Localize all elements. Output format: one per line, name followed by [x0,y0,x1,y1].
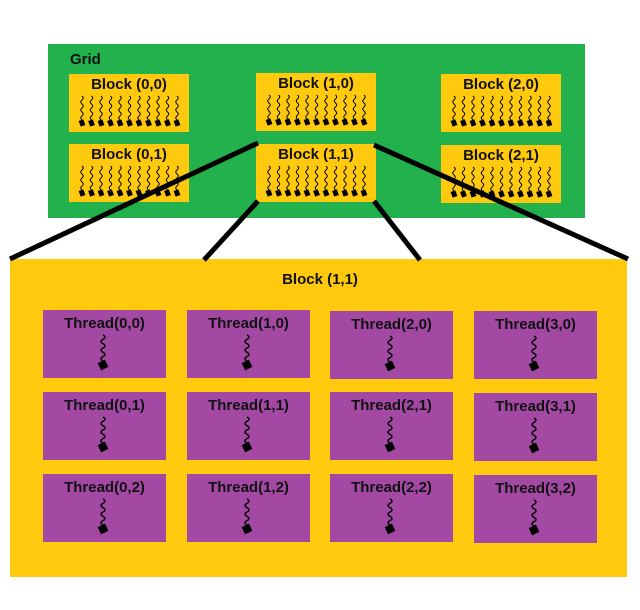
thread-label: Thread(1,0) [208,315,289,332]
thread-squiggles-icon [265,94,368,126]
thread-squiggles-icon [450,95,553,127]
thread-label: Thread(2,2) [351,479,432,496]
grid-block-0-1: Block (0,1) [69,144,189,202]
thread-label: Thread(3,1) [495,398,576,415]
squiggle-thread-icon [97,416,109,453]
squiggle-thread-icon [384,335,396,372]
block-label: Block (2,0) [463,76,539,93]
thread-2-0: Thread(2,0) [330,311,453,379]
squiggle-thread-icon [241,498,253,535]
squiggle-thread-icon [528,335,540,372]
thread-0-2: Thread(0,2) [43,474,166,542]
squiggle-thread-icon [528,499,540,536]
squiggle-thread-icon [241,416,253,453]
thread-label: Thread(0,2) [64,479,145,496]
thread-3-1: Thread(3,1) [474,393,597,461]
grid-block-0-0: Block (0,0) [69,74,189,132]
thread-0-0: Thread(0,0) [43,310,166,378]
block-label: Block (0,1) [91,146,167,163]
squiggle-thread-icon [384,416,396,453]
connector-line-inner-right [372,199,422,262]
thread-squiggles-icon [265,165,368,197]
thread-label: Thread(0,0) [64,315,145,332]
grid-block-1-1: Block (1,1) [256,144,376,202]
thread-label: Thread(3,2) [495,480,576,497]
squiggle-thread-icon [241,334,253,371]
thread-1-2: Thread(1,2) [187,474,310,542]
squiggle-thread-icon [97,334,109,371]
thread-label: Thread(1,2) [208,479,289,496]
connector-line-outer-left [8,140,260,262]
connector-line-inner-left [202,199,260,262]
block-label: Block (0,0) [91,76,167,93]
thread-3-0: Thread(3,0) [474,311,597,379]
grid-block-2-0: Block (2,0) [441,74,561,132]
thread-squiggles-icon [78,95,181,127]
grid-label: Grid [70,51,101,68]
thread-label: Thread(2,0) [351,316,432,333]
thread-label: Thread(1,1) [208,397,289,414]
thread-1-0: Thread(1,0) [187,310,310,378]
thread-2-2: Thread(2,2) [330,474,453,542]
block-label: Block (1,0) [278,75,354,92]
thread-label: Thread(2,1) [351,397,432,414]
connector-line-outer-right [372,142,630,262]
thread-2-1: Thread(2,1) [330,392,453,460]
expanded-block-label: Block (1,1) [282,271,358,288]
grid-block-1-0: Block (1,0) [256,73,376,131]
block-label: Block (1,1) [278,146,354,163]
thread-0-1: Thread(0,1) [43,392,166,460]
grid-block-2-1: Block (2,1) [441,145,561,203]
thread-3-2: Thread(3,2) [474,475,597,543]
squiggle-thread-icon [528,417,540,454]
squiggle-thread-icon [97,498,109,535]
thread-1-1: Thread(1,1) [187,392,310,460]
thread-label: Thread(0,1) [64,397,145,414]
squiggle-thread-icon [384,498,396,535]
thread-label: Thread(3,0) [495,316,576,333]
block-label: Block (2,1) [463,147,539,164]
